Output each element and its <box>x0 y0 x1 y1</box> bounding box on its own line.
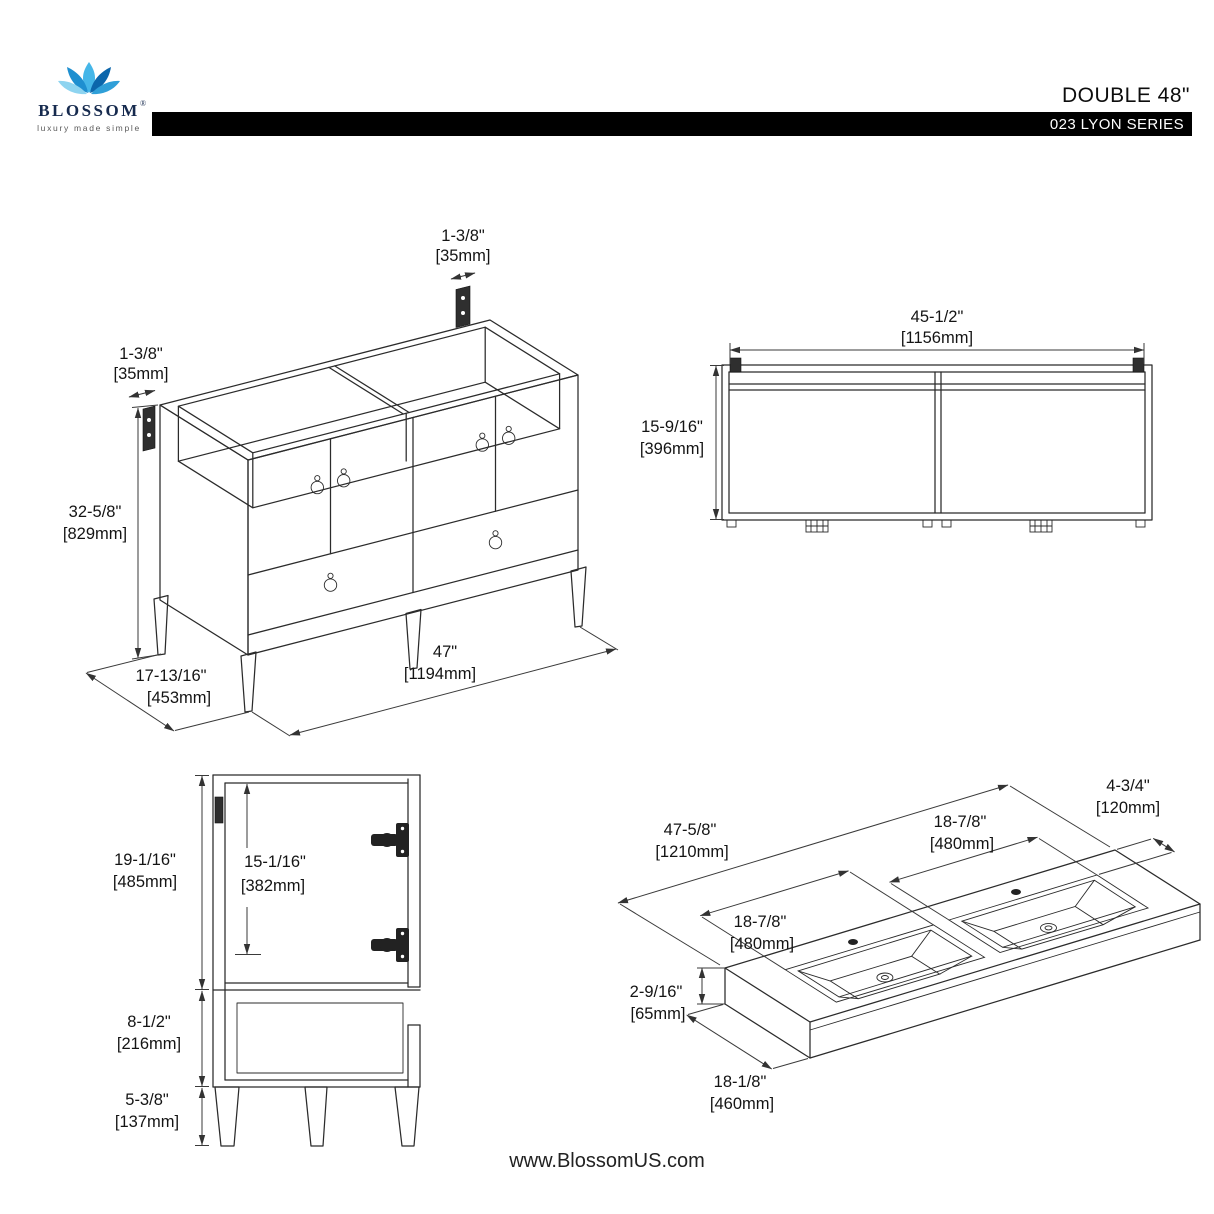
website-url: www.BlossomUS.com <box>509 1150 705 1172</box>
dim-side-leg: 5-3/8" [137mm] <box>115 1087 209 1146</box>
dim-side-open-mm: [216mm] <box>117 1035 181 1053</box>
dim-height-inches: 32-5/8" <box>69 503 122 521</box>
dim-bracket-side-inches: 1-3/8" <box>119 345 163 363</box>
dim-cabinet-width: 47" [1194mm] <box>251 626 619 737</box>
dim-counter-length-mm: [1210mm] <box>655 843 728 861</box>
dim-top-depth-inches: 15-9/16" <box>641 418 703 436</box>
dim-top-width: 45-1/2" [1156mm] <box>729 308 1145 364</box>
dim-cabinet-height: 32-5/8" [829mm] <box>63 404 162 660</box>
cabinet-legs <box>153 566 587 713</box>
dim-counter-depth-mm: [460mm] <box>710 1095 774 1113</box>
door-hinges <box>371 823 409 962</box>
side-bracket <box>214 796 224 824</box>
dim-counter-depth: 18-1/8" [460mm] <box>686 1004 809 1113</box>
isometric-cabinet-view: 1-3/8" [35mm] 1-3/8" [35mm] 32-5/8" [829… <box>63 227 619 737</box>
dim-side-open-inches: 8-1/2" <box>127 1013 171 1031</box>
dim-side-door: 15-1/16" [382mm] <box>235 783 306 955</box>
dim-bracket-top-inches: 1-3/8" <box>441 227 485 245</box>
brand-name: BLOSSOM <box>38 101 140 120</box>
dim-counter-length: 47-5/8" [1210mm] <box>617 784 1111 966</box>
series-label: 023 LYON SERIES <box>1049 115 1184 133</box>
dim-bracket-side-mm: [35mm] <box>113 365 168 383</box>
dim-width-mm: [1194mm] <box>404 665 476 683</box>
dim-top-depth: 15-9/16" [396mm] <box>640 365 724 520</box>
top-view-body <box>721 364 1153 521</box>
brand-tagline: luxury made simple <box>37 123 141 133</box>
mounting-brackets <box>142 285 471 452</box>
dim-cabinet-depth: 17-13/16" [453mm] <box>85 653 250 732</box>
dim-side-leg-mm: [137mm] <box>115 1113 179 1131</box>
brand-logo: BLOSSOM ® luxury made simple <box>14 58 164 144</box>
dim-side-open: 8-1/2" [216mm] <box>117 990 209 1087</box>
faucet-hole-right <box>1011 889 1021 895</box>
sink-basin-left <box>784 924 986 1003</box>
dim-sink-right-inches: 18-7/8" <box>934 813 987 831</box>
dim-width-inches: 47" <box>433 643 457 661</box>
countertop-slab <box>724 849 1201 1059</box>
registered-mark: ® <box>140 99 146 108</box>
dim-bracket-side: 1-3/8" [35mm] <box>113 345 169 398</box>
top-view-drawing: 45-1/2" [1156mm] 15-9/16" [396mm] <box>640 308 1153 533</box>
dim-sink-left-inches: 18-7/8" <box>734 913 787 931</box>
dim-back-offset-mm: [120mm] <box>1096 799 1160 817</box>
dim-bracket-top-mm: [35mm] <box>435 247 490 265</box>
dim-depth-mm: [453mm] <box>147 689 211 707</box>
dim-counter-length-inches: 47-5/8" <box>664 821 717 839</box>
dim-sink-left: 18-7/8" [480mm] <box>699 870 934 971</box>
dim-counter-thickness-inches: 2-9/16" <box>630 983 683 1001</box>
side-view-drawing: 19-1/16" [485mm] 15-1/16" [382mm] 8-1/2"… <box>113 774 421 1147</box>
dim-side-upper: 19-1/16" [485mm] <box>113 775 209 990</box>
drain-right <box>1040 922 1057 933</box>
dim-back-offset-inches: 4-3/4" <box>1106 777 1150 795</box>
leveling-feet <box>726 519 1146 533</box>
drain-left <box>876 972 894 983</box>
dim-counter-thickness-mm: [65mm] <box>630 1005 685 1023</box>
side-view-legs <box>214 1086 420 1147</box>
faucet-hole-left <box>848 939 858 945</box>
dim-bracket-top: 1-3/8" [35mm] <box>435 227 491 280</box>
countertop-view: 47-5/8" [1210mm] 18-7/8" [480mm] 4-3/4" … <box>617 777 1201 1113</box>
series-bar: 023 LYON SERIES <box>152 112 1192 136</box>
dim-top-width-mm: [1156mm] <box>901 329 973 347</box>
dim-top-width-inches: 45-1/2" <box>911 308 964 326</box>
sink-basin-right <box>947 874 1150 953</box>
dim-sink-right-mm: [480mm] <box>930 835 994 853</box>
dim-side-upper-inches: 19-1/16" <box>114 851 176 869</box>
dim-side-door-inches: 15-1/16" <box>244 853 306 871</box>
dim-height-mm: [829mm] <box>63 525 127 543</box>
dim-side-upper-mm: [485mm] <box>113 873 177 891</box>
dim-sink-left-mm: [480mm] <box>730 935 794 953</box>
dim-depth-inches: 17-13/16" <box>136 667 207 685</box>
dim-sink-right: 18-7/8" [480mm] <box>889 813 1098 921</box>
lotus-flower-icon: BLOSSOM ® luxury made simple <box>37 62 146 133</box>
dim-top-depth-mm: [396mm] <box>640 440 704 458</box>
dim-side-door-mm: [382mm] <box>241 877 305 895</box>
dim-counter-depth-inches: 18-1/8" <box>714 1073 767 1091</box>
wall-brackets <box>729 357 1145 373</box>
dim-counter-thickness: 2-9/16" [65mm] <box>630 967 725 1023</box>
side-view-body <box>212 774 421 1088</box>
cabinet-body <box>142 285 587 713</box>
sheet-title: DOUBLE 48" <box>1061 84 1190 107</box>
dim-back-offset: 4-3/4" [120mm] <box>1096 777 1175 875</box>
dim-side-leg-inches: 5-3/8" <box>125 1091 169 1109</box>
ring-pull-handles <box>310 425 516 592</box>
